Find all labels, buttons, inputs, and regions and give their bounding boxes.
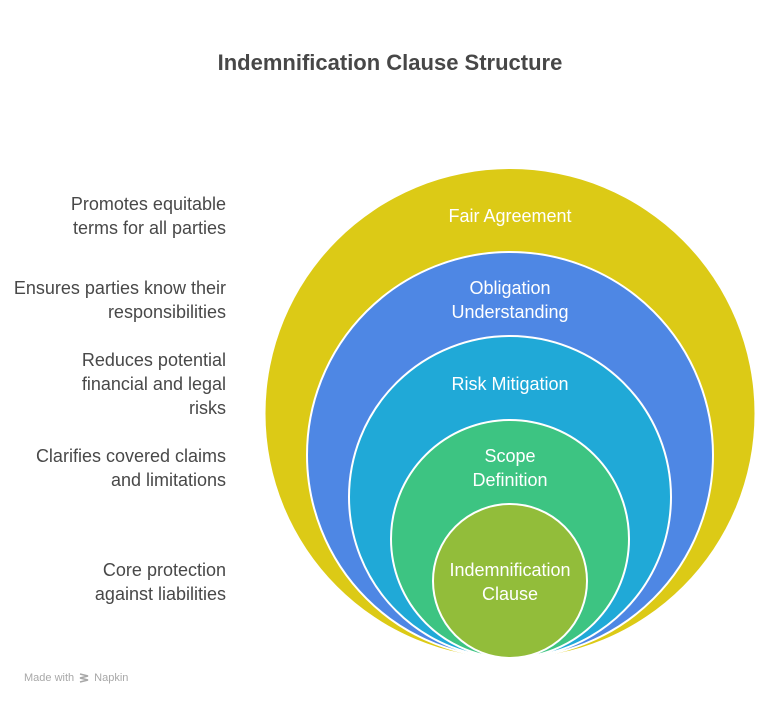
napkin-brand-label: Napkin [94, 672, 129, 684]
napkin-logo-icon [79, 673, 89, 683]
description-fair-agreement: Promotes equitable terms for all parties [70, 194, 226, 238]
made-with-label: Made with [24, 672, 75, 684]
label-obligation-understanding: Obligation [469, 278, 550, 298]
footer-attribution: Made with Napkin [24, 672, 128, 684]
label-scope-definition: Scope [484, 446, 535, 466]
label-fair-agreement: Fair Agreement [448, 206, 571, 226]
description-obligation-understanding: Ensures parties know their responsibilit… [13, 278, 226, 322]
description-risk-mitigation: Reduces potential financial and legal ri… [81, 350, 226, 418]
diagram-title: Indemnification Clause Structure [217, 50, 563, 75]
label-indemnification-clause: Clause [482, 584, 538, 604]
description-indemnification-clause: Core protection against liabilities [94, 560, 226, 604]
label-risk-mitigation: Risk Mitigation [451, 374, 568, 394]
label-indemnification-clause: Indemnification [449, 560, 570, 580]
label-obligation-understanding: Understanding [451, 302, 568, 322]
description-scope-definition: Clarifies covered claims and limitations [35, 446, 226, 490]
circle-indemnification-clause [432, 503, 588, 659]
label-scope-definition: Definition [472, 470, 547, 490]
